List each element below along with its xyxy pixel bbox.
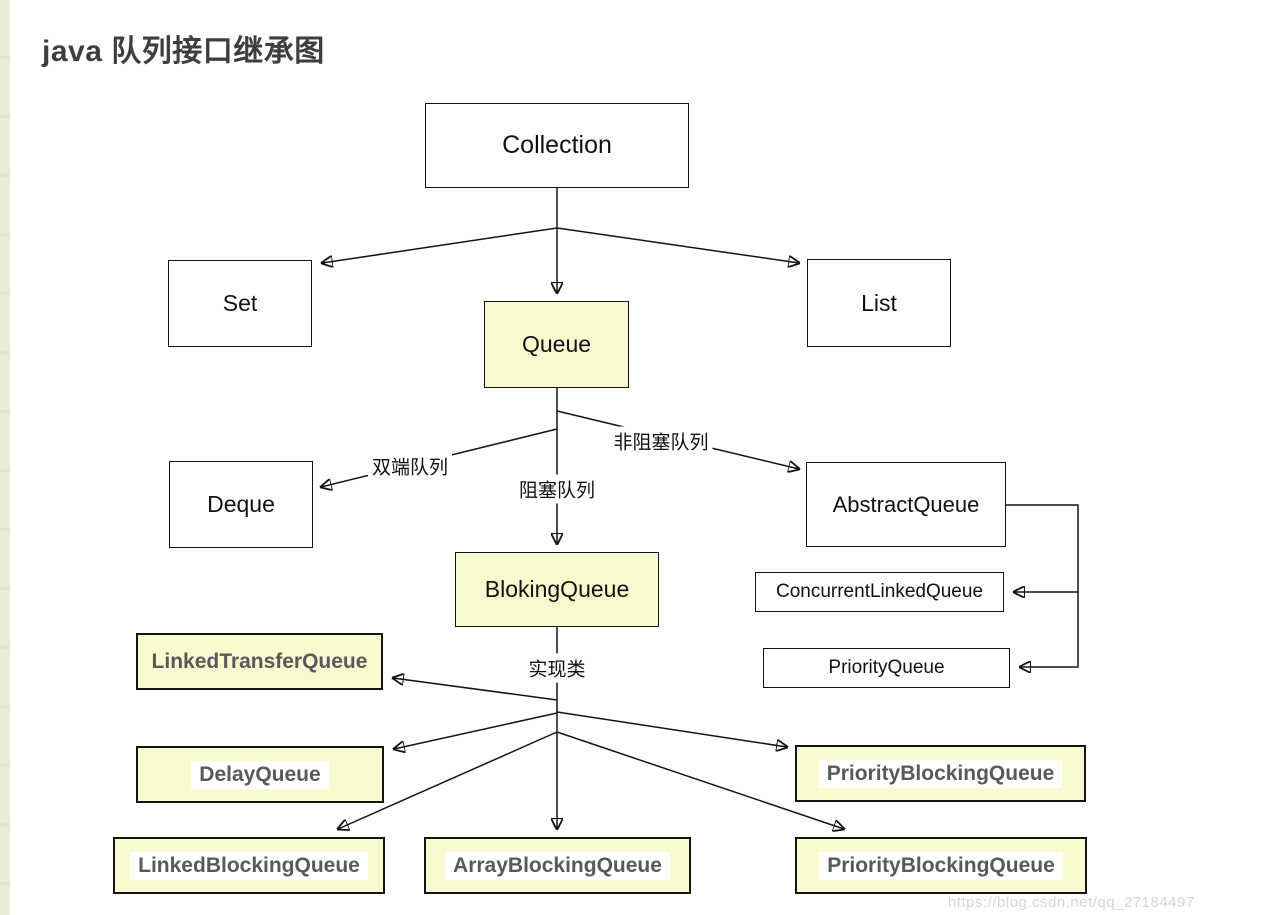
node-set: Set	[168, 260, 312, 347]
node-queue: Queue	[484, 301, 629, 388]
edge-blokingqueue-linkedtransferqueue	[393, 678, 558, 701]
node-label: PriorityBlockingQueue	[819, 851, 1063, 880]
edge-label-blocking: 阻塞队列	[514, 474, 600, 504]
edge-blokingqueue-delayqueue	[394, 712, 558, 749]
node-linkedblockingqueue: LinkedBlockingQueue	[113, 837, 385, 894]
node-label: DelayQueue	[191, 760, 329, 789]
node-concurrentlinkedqueue: ConcurrentLinkedQueue	[755, 572, 1004, 612]
node-priorityblockingqueue-top: PriorityBlockingQueue	[795, 745, 1086, 802]
node-deque: Deque	[169, 461, 313, 548]
edge-label-impl: 实现类	[524, 653, 590, 683]
edge-abstractqueue-priorityqueue	[1006, 504, 1079, 667]
edge-label-deque: 双端队列	[367, 451, 453, 481]
node-list: List	[807, 259, 951, 347]
node-label: LinkedTransferQueue	[151, 649, 368, 673]
edge-collection-set	[322, 227, 558, 263]
page-title: java 队列接口继承图	[42, 35, 325, 68]
csdn-watermark: https://blog.csdn.net/qq_27184497	[948, 894, 1195, 911]
node-blokingqueue: BlokingQueue	[455, 552, 659, 627]
node-label: PriorityBlockingQueue	[818, 759, 1063, 788]
edge-label-nonblocking: 非阻塞队列	[609, 426, 713, 456]
edge-collection-list	[556, 227, 799, 263]
node-delayqueue: DelayQueue	[136, 746, 384, 803]
edge-blokingqueue-priorityblockingqueue-top	[556, 711, 787, 747]
page-left-strip	[0, 0, 10, 915]
node-label: ArrayBlockingQueue	[445, 851, 670, 880]
node-label: LinkedBlockingQueue	[130, 851, 368, 880]
edge-blokingqueue-linkedblockingqueue	[338, 731, 558, 829]
node-priorityblockingqueue-bottom: PriorityBlockingQueue	[795, 837, 1087, 894]
node-abstractqueue: AbstractQueue	[806, 462, 1006, 547]
node-collection: Collection	[425, 103, 689, 188]
node-arrayblockingqueue: ArrayBlockingQueue	[424, 837, 691, 894]
edge-blokingqueue-priorityblockingqueue-bottom	[556, 731, 844, 829]
node-priorityqueue: PriorityQueue	[763, 648, 1010, 688]
node-linkedtransferqueue: LinkedTransferQueue	[136, 633, 383, 690]
